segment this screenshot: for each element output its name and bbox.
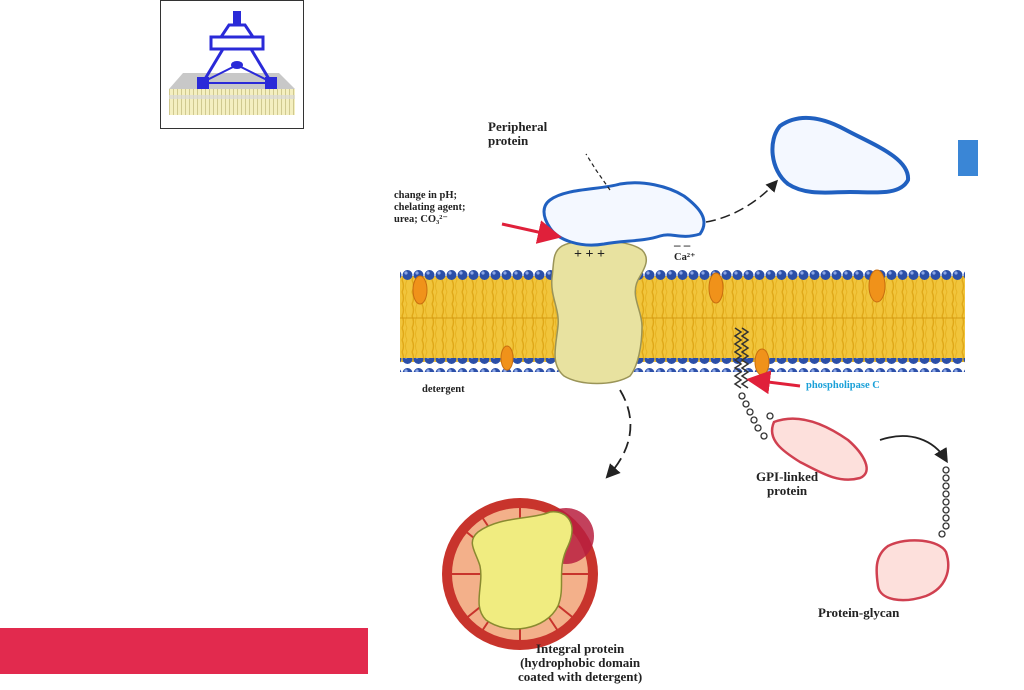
conditions-label: change in pH; chelating agent; urea; CO₃… — [394, 190, 465, 226]
negative-charges: – – — [674, 237, 691, 252]
membrane-illustration — [400, 115, 965, 650]
lab-apparatus-icon — [169, 11, 295, 115]
conditions-line-3: urea; CO₃²⁻ — [394, 214, 448, 225]
integral-label-line-3: coated with detergent) — [518, 669, 643, 684]
detergent-micelle — [442, 498, 598, 650]
embedded-particles — [412, 269, 886, 376]
positive-charges: + + + — [574, 247, 605, 262]
logo — [160, 0, 304, 129]
peripheral-label-line-2: protein — [488, 133, 529, 148]
gpi-label-line-1: GPI-linked — [756, 469, 819, 484]
protein-glycan-label: Protein-glycan — [818, 605, 900, 620]
gpi-protein-label: GPI-linked protein — [756, 470, 818, 498]
membrane-diagram: Peripheral protein change in pH; chelati… — [380, 100, 980, 690]
accent-bar — [0, 628, 368, 674]
phospholipase-label: phospholipase C — [806, 380, 880, 391]
integral-label-line-2: (hydrophobic domain — [520, 655, 641, 670]
peripheral-label-line-1: Peripheral — [488, 119, 548, 134]
calcium-label: Ca²⁺ — [674, 252, 696, 263]
conditions-line-1: change in pH; — [394, 190, 458, 201]
detergent-label: detergent — [422, 384, 465, 395]
integral-label-line-1: Integral protein — [535, 641, 625, 656]
gpi-label-line-2: protein — [766, 483, 808, 498]
peripheral-protein-label: Peripheral protein — [488, 120, 547, 148]
integral-protein-label: Integral protein (hydrophobic domain coa… — [518, 642, 642, 684]
accent-tab — [958, 140, 978, 176]
conditions-line-2: chelating agent; — [394, 202, 466, 213]
